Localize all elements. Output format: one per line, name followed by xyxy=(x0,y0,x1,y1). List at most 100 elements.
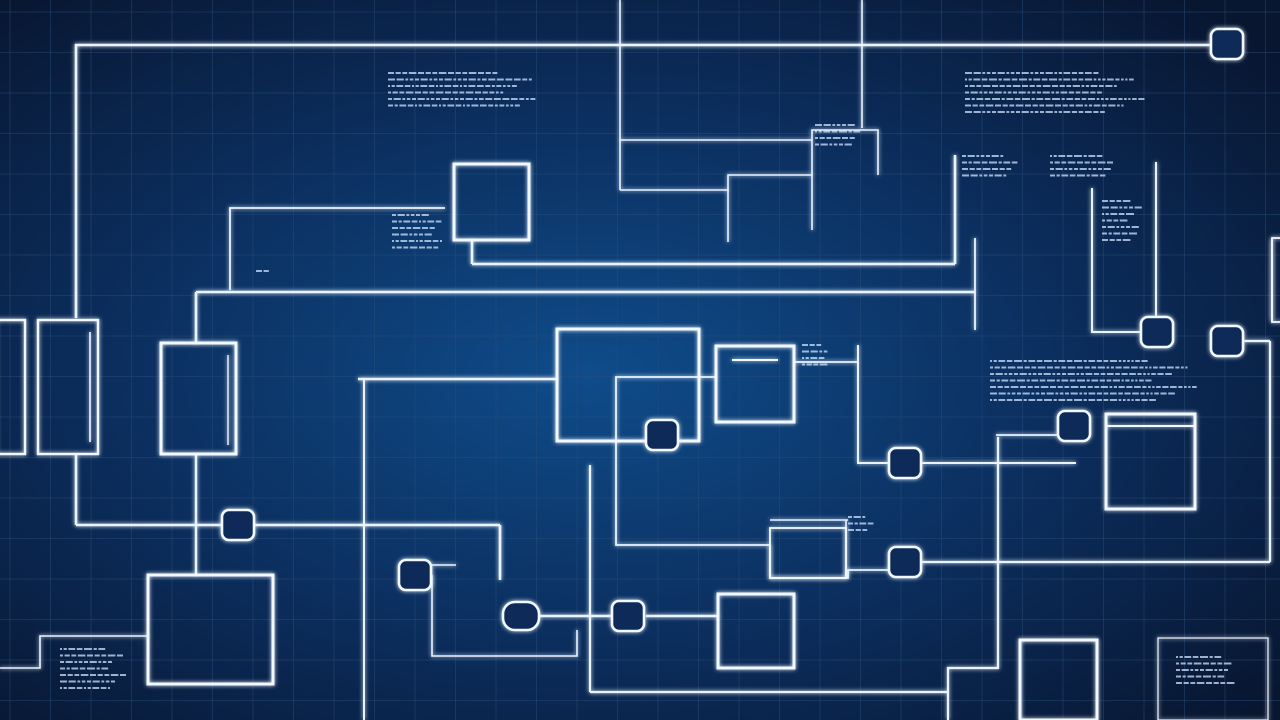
annotation-scribble xyxy=(1067,161,1076,164)
annotation-scribble xyxy=(1003,174,1007,177)
annotation-scribble xyxy=(463,104,466,107)
annotation-scribble xyxy=(1007,392,1011,395)
annotation-scribble xyxy=(84,687,86,689)
annotation-scribble xyxy=(402,98,406,100)
annotation-scribble xyxy=(976,85,982,87)
annotation-scribble xyxy=(406,98,411,100)
annotation-scribble xyxy=(78,661,83,663)
annotation-scribble xyxy=(1036,360,1043,362)
annotation-scribble xyxy=(1200,669,1204,671)
annotation-scribble xyxy=(1103,360,1109,362)
annotation-scribble xyxy=(806,363,812,366)
annotation-scribble xyxy=(1064,392,1069,395)
annotation-scribble xyxy=(1090,85,1098,87)
annotation-scribble xyxy=(979,174,983,177)
annotation-scribble xyxy=(1153,366,1158,369)
annotation-scribble xyxy=(90,674,96,676)
annotation-scribble xyxy=(1031,392,1035,395)
annotation-scribble xyxy=(855,529,861,531)
annotation-scribble xyxy=(1102,206,1109,209)
annotation-scribble xyxy=(448,72,454,74)
annotation-scribble xyxy=(396,78,404,81)
annotation-scribble xyxy=(823,350,828,353)
annotation-scribble xyxy=(1006,360,1013,362)
annotation-scribble xyxy=(1061,366,1067,369)
annotation-scribble xyxy=(1034,111,1039,113)
annotation-scribble xyxy=(1042,85,1051,87)
annotation-scribble xyxy=(489,91,495,94)
annotation-scribble xyxy=(1121,373,1128,375)
annotation-scribble xyxy=(982,111,986,113)
annotation-scribble xyxy=(1083,399,1087,401)
annotation-scribble xyxy=(1097,91,1102,94)
annotation-scribble xyxy=(1028,78,1032,81)
annotation-scribble xyxy=(1118,392,1123,395)
annotation-scribble xyxy=(468,72,477,74)
annotation-scribble xyxy=(1121,232,1128,235)
annotation-scribble xyxy=(1081,98,1087,100)
annotation-scribble xyxy=(984,98,991,100)
annotation-scribble xyxy=(1075,104,1083,107)
block-mid-right xyxy=(769,527,847,579)
block-center-right xyxy=(714,344,796,424)
annotation-scribble xyxy=(1006,98,1014,100)
annotation-scribble xyxy=(409,246,418,249)
annotation-scribble xyxy=(965,111,972,113)
annotation-scribble xyxy=(463,78,468,81)
annotation-scribble xyxy=(862,516,866,518)
annotation-scribble xyxy=(1050,174,1055,177)
annotation-scribble xyxy=(74,661,78,663)
annotation-scribble xyxy=(433,78,438,81)
annotation-scribble xyxy=(488,78,496,81)
annotation-scribble xyxy=(465,98,473,100)
annotation-scribble xyxy=(1019,373,1027,375)
annotation-scribble xyxy=(1213,682,1219,684)
annotation-scribble xyxy=(522,78,528,81)
annotation-scribble xyxy=(1054,111,1058,113)
annotation-scribble xyxy=(981,161,988,164)
annotation-scribble xyxy=(1142,386,1147,388)
annotation-scribble xyxy=(998,399,1006,401)
annotation-scribble xyxy=(400,233,408,236)
annotation-scribble xyxy=(1137,373,1142,375)
annotation-scribble xyxy=(1061,174,1069,177)
annotation-scribble xyxy=(1030,111,1034,113)
annotation-scribble xyxy=(990,360,992,362)
annotation-scribble xyxy=(1187,675,1195,678)
annotation-scribble xyxy=(998,78,1002,81)
annotation-scribble xyxy=(973,72,981,74)
annotation-scribble xyxy=(813,363,819,366)
annotation-scribble xyxy=(87,687,91,689)
annotation-scribble xyxy=(1122,399,1126,401)
annotation-scribble xyxy=(809,344,815,346)
annotation-scribble xyxy=(1041,78,1048,81)
annotation-scribble xyxy=(394,104,398,107)
annotation-scribble xyxy=(454,98,459,100)
annotation-scribble xyxy=(1014,360,1022,362)
annotation-scribble xyxy=(818,357,825,359)
annotation-scribble xyxy=(1115,373,1120,375)
annotation-scribble xyxy=(1050,386,1056,388)
annotation-scribble xyxy=(1059,85,1065,87)
annotation-scribble xyxy=(420,78,428,81)
annotation-scribble xyxy=(965,85,968,87)
annotation-scribble xyxy=(989,91,993,94)
annotation-scribble xyxy=(1109,239,1115,241)
annotation-scribble xyxy=(969,168,975,170)
annotation-scribble xyxy=(426,246,432,249)
annotation-scribble xyxy=(1088,104,1093,107)
annotation-scribble xyxy=(1074,168,1078,170)
annotation-scribble xyxy=(1129,232,1137,235)
connector-node-icon xyxy=(397,558,433,592)
annotation-scribble xyxy=(441,98,449,100)
connector-node-icon xyxy=(220,508,256,542)
annotation-scribble xyxy=(495,91,499,94)
annotation-scribble xyxy=(1126,213,1134,215)
annotation-scribble xyxy=(422,227,428,229)
annotation-scribble xyxy=(810,357,818,359)
annotation-scribble xyxy=(1097,366,1105,369)
annotation-scribble xyxy=(1040,386,1049,388)
annotation-scribble xyxy=(1103,168,1111,170)
annotation-scribble xyxy=(1068,168,1073,170)
